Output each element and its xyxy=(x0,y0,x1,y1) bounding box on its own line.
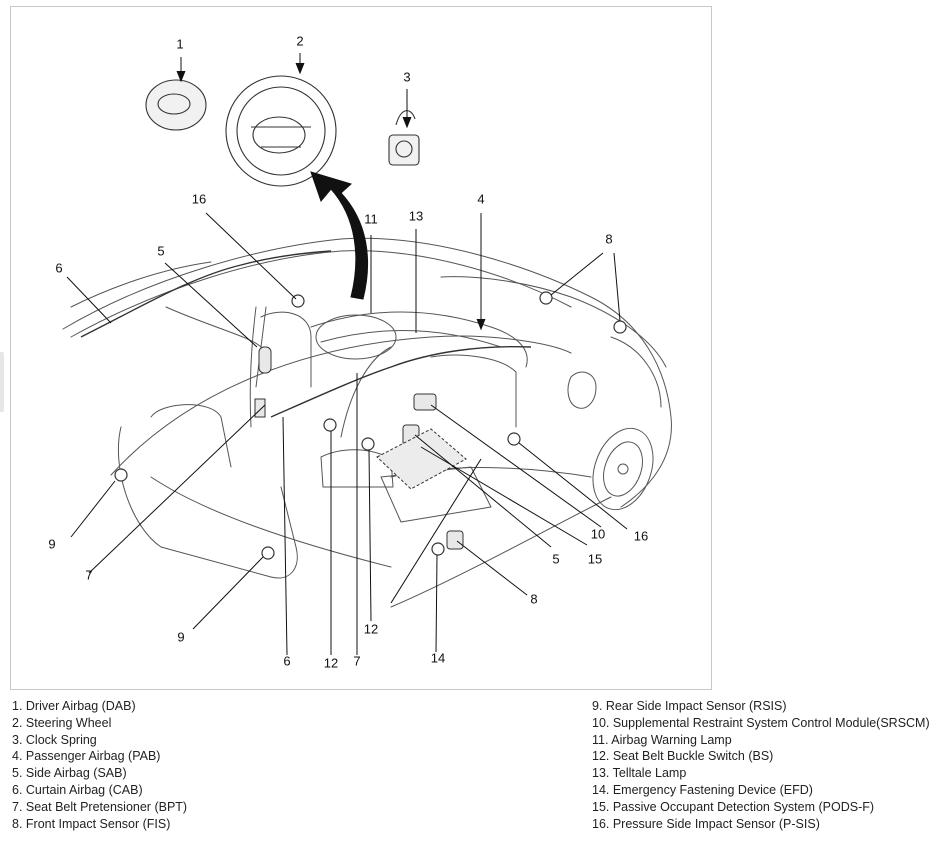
callout-13: 13 xyxy=(408,208,424,224)
vehicle-line-drawing xyxy=(62,53,672,656)
legend-item: 15. Passive Occupant Detection System (P… xyxy=(592,799,875,814)
callout-6-bottom: 6 xyxy=(283,653,291,669)
legend-item: 4. Passenger Airbag (PAB) xyxy=(12,749,161,764)
legend-item: 13. Telltale Lamp xyxy=(592,766,687,781)
legend-left-column: 1. Driver Airbag (DAB) 2. Steering Wheel… xyxy=(12,698,187,832)
legend-item: 7. Seat Belt Pretensioner (BPT) xyxy=(12,799,188,814)
legend-item: 12. Seat Belt Buckle Switch (BS) xyxy=(592,749,774,764)
callout-2: 2 xyxy=(296,33,304,49)
legend-item: 11. Airbag Warning Lamp xyxy=(592,732,732,747)
legend-item: 3. Clock Spring xyxy=(12,732,97,747)
callout-10: 10 xyxy=(590,526,606,542)
callout-7-bottom: 7 xyxy=(353,653,361,669)
callout-11: 11 xyxy=(364,211,378,227)
callout-12-mid: 12 xyxy=(363,621,379,637)
callout-5-lower: 5 xyxy=(552,551,560,567)
callout-14: 14 xyxy=(430,650,446,666)
callout-12-bottom: 12 xyxy=(323,655,339,671)
callout-7-left: 7 xyxy=(85,567,93,583)
callout-9-left: 9 xyxy=(48,536,56,552)
callout-1: 1 xyxy=(176,36,184,52)
legend-item: 14. Emergency Fastening Device (EFD) xyxy=(592,782,813,797)
legend-item: 10. Supplemental Restraint System Contro… xyxy=(592,715,930,730)
legend-item: 8. Front Impact Sensor (FIS) xyxy=(12,816,171,831)
legend-item: 9. Rear Side Impact Sensor (RSIS) xyxy=(592,699,787,713)
scroll-tab[interactable] xyxy=(0,352,4,412)
callout-15: 15 xyxy=(587,551,603,567)
callout-8-top: 8 xyxy=(605,231,613,247)
legend-item: 1. Driver Airbag (DAB) xyxy=(12,699,136,713)
callout-16-right: 16 xyxy=(633,528,649,544)
legend-item: 16. Pressure Side Impact Sensor (P-SIS) xyxy=(592,816,820,831)
airbag-system-diagram: 1 2 3 4 5 5 6 6 7 7 8 8 9 9 10 11 12 12 … xyxy=(10,6,712,690)
legend-item: 2. Steering Wheel xyxy=(12,715,112,730)
legend-item: 6. Curtain Airbag (CAB) xyxy=(12,782,143,797)
legend-item: 5. Side Airbag (SAB) xyxy=(12,766,127,781)
callout-5-side-airbag: 5 xyxy=(157,243,165,259)
callout-6-curtain: 6 xyxy=(55,260,63,276)
callout-4: 4 xyxy=(477,191,485,207)
callout-8-bottom: 8 xyxy=(530,591,538,607)
callout-16-top: 16 xyxy=(191,191,207,207)
callout-3: 3 xyxy=(403,69,411,85)
legend-right-column: 9. Rear Side Impact Sensor (RSIS) 10. Su… xyxy=(592,698,930,832)
callout-9-bottom: 9 xyxy=(177,629,185,645)
